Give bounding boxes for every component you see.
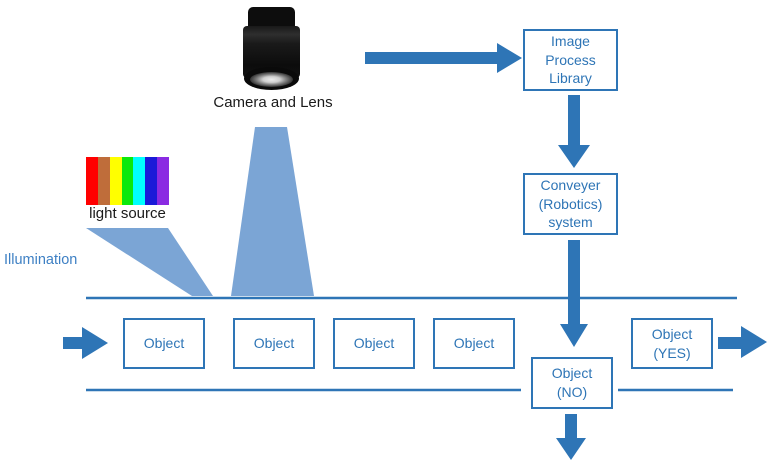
image-process-library-box: Image Process Library bbox=[523, 29, 618, 91]
illumination-label: Illumination bbox=[4, 252, 78, 268]
light-source-spectrum-image bbox=[86, 157, 170, 205]
accept-out-arrow-icon bbox=[718, 326, 767, 358]
object-yes-line1: Object bbox=[651, 325, 693, 342]
light-source-stripe bbox=[157, 157, 170, 205]
image-process-library-line2: Process bbox=[545, 51, 596, 68]
camera-lens-glass bbox=[250, 72, 293, 87]
object-inflow-arrow-icon bbox=[63, 327, 108, 359]
conveyer-robotics-system-box: Conveyer (Robotics) system bbox=[523, 173, 618, 235]
library-to-conveyer-arrow-icon bbox=[558, 95, 590, 168]
image-process-library-line1: Image bbox=[551, 32, 590, 49]
light-source-stripe bbox=[121, 157, 134, 205]
camera-to-library-arrow-icon bbox=[365, 43, 522, 73]
camera-label: Camera and Lens bbox=[213, 94, 333, 111]
object-yes-box: Object (YES) bbox=[631, 318, 713, 369]
object-box-3: Object bbox=[333, 318, 415, 369]
light-source-label: light source bbox=[89, 205, 166, 222]
object-no-line2: (NO) bbox=[556, 384, 588, 400]
light-source-stripe bbox=[133, 157, 146, 205]
object-box-1-label: Object bbox=[143, 335, 185, 352]
object-box-2: Object bbox=[233, 318, 315, 369]
object-box-3-label: Object bbox=[353, 335, 395, 352]
light-source-stripe bbox=[109, 157, 122, 205]
light-source-stripe bbox=[86, 157, 98, 205]
object-no-line1: Object bbox=[551, 365, 593, 382]
conveyer-to-reject-arrow-icon bbox=[560, 240, 588, 347]
object-box-1: Object bbox=[123, 318, 205, 369]
conveyer-box-line3: system bbox=[548, 214, 593, 231]
light-source-stripe bbox=[145, 157, 158, 205]
conveyer-box-line2: (Robotics) bbox=[538, 195, 603, 212]
camera-view-cone-shape bbox=[231, 127, 314, 296]
image-process-library-line3: Library bbox=[549, 70, 592, 87]
object-yes-line2: (YES) bbox=[653, 344, 691, 361]
object-box-4: Object bbox=[433, 318, 515, 369]
light-source-stripe bbox=[97, 157, 110, 205]
object-box-4-label: Object bbox=[453, 335, 495, 352]
conveyer-box-line1: Conveyer bbox=[540, 176, 601, 193]
reject-out-arrow-icon bbox=[556, 414, 586, 460]
object-no-box: Object (NO) bbox=[531, 357, 613, 409]
object-box-2-label: Object bbox=[253, 335, 295, 352]
camera-lens-image bbox=[243, 7, 300, 90]
light-beam-shape bbox=[86, 228, 213, 296]
